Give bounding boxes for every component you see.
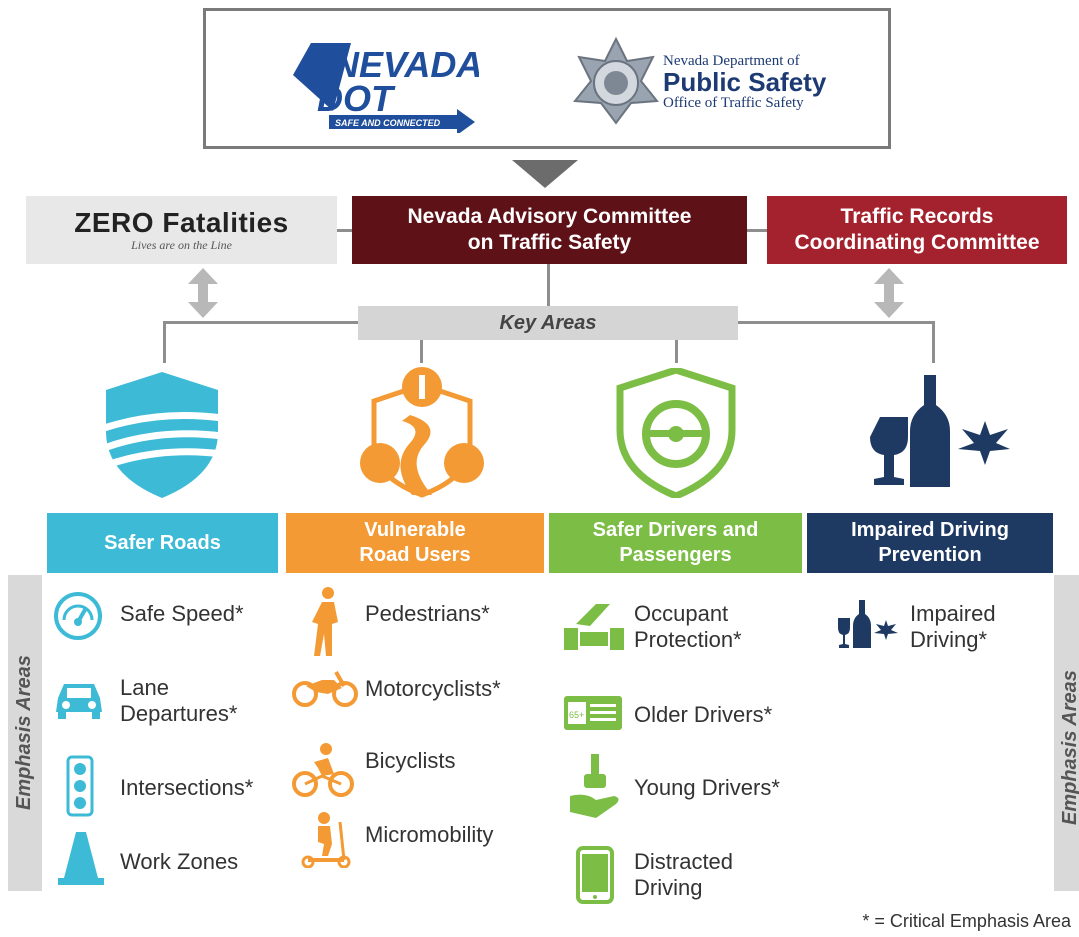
item-label: Young Drivers*	[634, 775, 780, 800]
road-shield-icon	[102, 372, 223, 498]
category-label-line1: Impaired Driving	[851, 519, 1009, 541]
bottle-glass-icon	[838, 600, 898, 648]
item-label-occupant: Occupant Protection*	[634, 601, 742, 653]
item-label: Work Zones	[120, 849, 239, 874]
zero-fatalities-box: ZERO Fatalities Lives are on the Line	[26, 196, 337, 264]
item-label-line1: Impaired	[910, 601, 996, 626]
connector-line	[337, 229, 352, 232]
category-label-line1: Vulnerable	[364, 519, 466, 541]
key-areas-label: Key Areas	[499, 311, 597, 334]
connector-line	[747, 229, 767, 232]
emphasis-areas-bar-left: Emphasis Areas	[8, 575, 42, 891]
connector-line	[163, 321, 358, 324]
hand-key-icon	[570, 754, 619, 818]
advisory-committee-line2: on Traffic Safety	[467, 231, 632, 254]
item-label: Older Drivers*	[634, 702, 773, 727]
double-arrow-icon	[874, 268, 904, 318]
item-label: Safe Speed*	[120, 601, 244, 626]
item-label-line2: Departures*	[120, 701, 238, 726]
advisory-committee-box: Nevada Advisory Committee on Traffic Saf…	[352, 196, 747, 264]
phone-icon	[576, 846, 614, 904]
bicycle-icon	[292, 743, 354, 797]
item-label: Motorcyclists*	[365, 676, 501, 701]
emphasis-areas-label: Emphasis Areas	[13, 655, 35, 810]
emphasis-areas-bar-right: Emphasis Areas	[1054, 575, 1079, 891]
category-label-line2: Road Users	[359, 544, 471, 566]
connector-line	[738, 321, 935, 324]
connector-line	[932, 321, 935, 363]
item-label-lane: Lane Departures*	[120, 675, 237, 727]
category-label-line1: Safer Drivers and	[592, 519, 759, 541]
category-safer-roads: Safer Roads	[47, 513, 278, 573]
seatbelt-icon	[564, 604, 624, 650]
item-label-line1: Occupant	[634, 601, 729, 626]
item-label: Bicyclists	[365, 748, 456, 773]
pedestrian-icon	[312, 587, 338, 656]
item-label: Micromobility	[365, 822, 494, 847]
emphasis-areas-label: Emphasis Areas	[1059, 670, 1079, 825]
scooter-icon	[301, 812, 351, 868]
category-impaired-driving: Impaired Driving Prevention	[807, 513, 1053, 573]
double-arrow-icon	[188, 268, 218, 318]
nevada-dot-logo: NEVADA DOT SAFE AND CONNECTED	[293, 43, 479, 133]
item-label-line2: Driving*	[910, 627, 988, 652]
zero-fatalities-title: ZERO Fatalities	[74, 206, 289, 238]
connector-line	[547, 264, 550, 306]
item-label-line2: Driving	[634, 875, 703, 900]
footnote: * = Critical Emphasis Area	[862, 911, 1071, 931]
bottle-glass-leaf-icon	[870, 375, 1010, 487]
item-label-line2: Protection*	[634, 627, 742, 652]
connector-line	[675, 340, 678, 363]
driver-shield-icon	[616, 368, 736, 498]
key-areas-box: Key Areas	[358, 306, 738, 340]
advisory-committee-line1: Nevada Advisory Committee	[407, 205, 692, 228]
dps-line1: Nevada Department of	[663, 53, 800, 69]
speedometer-icon	[54, 592, 102, 640]
item-label: Pedestrians*	[365, 601, 490, 626]
category-vulnerable-road-users: Vulnerable Road Users	[286, 513, 544, 573]
category-label-line2: Prevention	[878, 544, 982, 566]
car-icon	[56, 684, 102, 719]
category-label-line1: Safer Roads	[104, 531, 221, 554]
id-card-icon: 65+	[564, 696, 622, 730]
ndot-tagline: SAFE AND CONNECTED	[335, 118, 441, 128]
connector-line	[420, 340, 423, 363]
traffic-cone-icon	[58, 832, 104, 885]
svg-text:65+: 65+	[569, 710, 584, 720]
category-safer-drivers: Safer Drivers and Passengers	[549, 513, 802, 573]
item-label-line1: Lane	[120, 675, 169, 700]
category-label-line2: Passengers	[619, 544, 732, 566]
zero-fatalities-subtitle: Lives are on the Line	[131, 237, 232, 252]
dps-logo-text: Nevada Department of Public Safety Offic…	[663, 53, 826, 111]
item-label-distracted: Distracted Driving	[634, 849, 733, 901]
ndot-line1: NEVADA	[333, 44, 479, 85]
ndot-line2: DOT	[317, 78, 396, 119]
vulnerable-users-icon	[360, 367, 484, 498]
partner-logos-box: NEVADA DOT SAFE AND CONNECTED Nevada Dep…	[203, 8, 891, 149]
dps-line2: Public Safety	[663, 67, 827, 97]
list-item-safe-speed	[52, 590, 104, 642]
records-committee-line2: Coordinating Committee	[794, 231, 1040, 254]
connector-line	[163, 321, 166, 363]
traffic-light-icon	[66, 755, 94, 817]
records-committee-box: Traffic Records Coordinating Committee	[767, 196, 1067, 264]
item-label-impaired: Impaired Driving*	[910, 601, 996, 653]
item-label-line1: Distracted	[634, 849, 734, 874]
dps-line3: Office of Traffic Safety	[663, 95, 804, 111]
item-label: Intersections*	[120, 775, 254, 800]
down-arrow-icon	[512, 160, 578, 188]
motorcycle-icon	[292, 671, 358, 707]
records-committee-line1: Traffic Records	[840, 205, 994, 228]
dps-badge-icon	[573, 37, 659, 125]
